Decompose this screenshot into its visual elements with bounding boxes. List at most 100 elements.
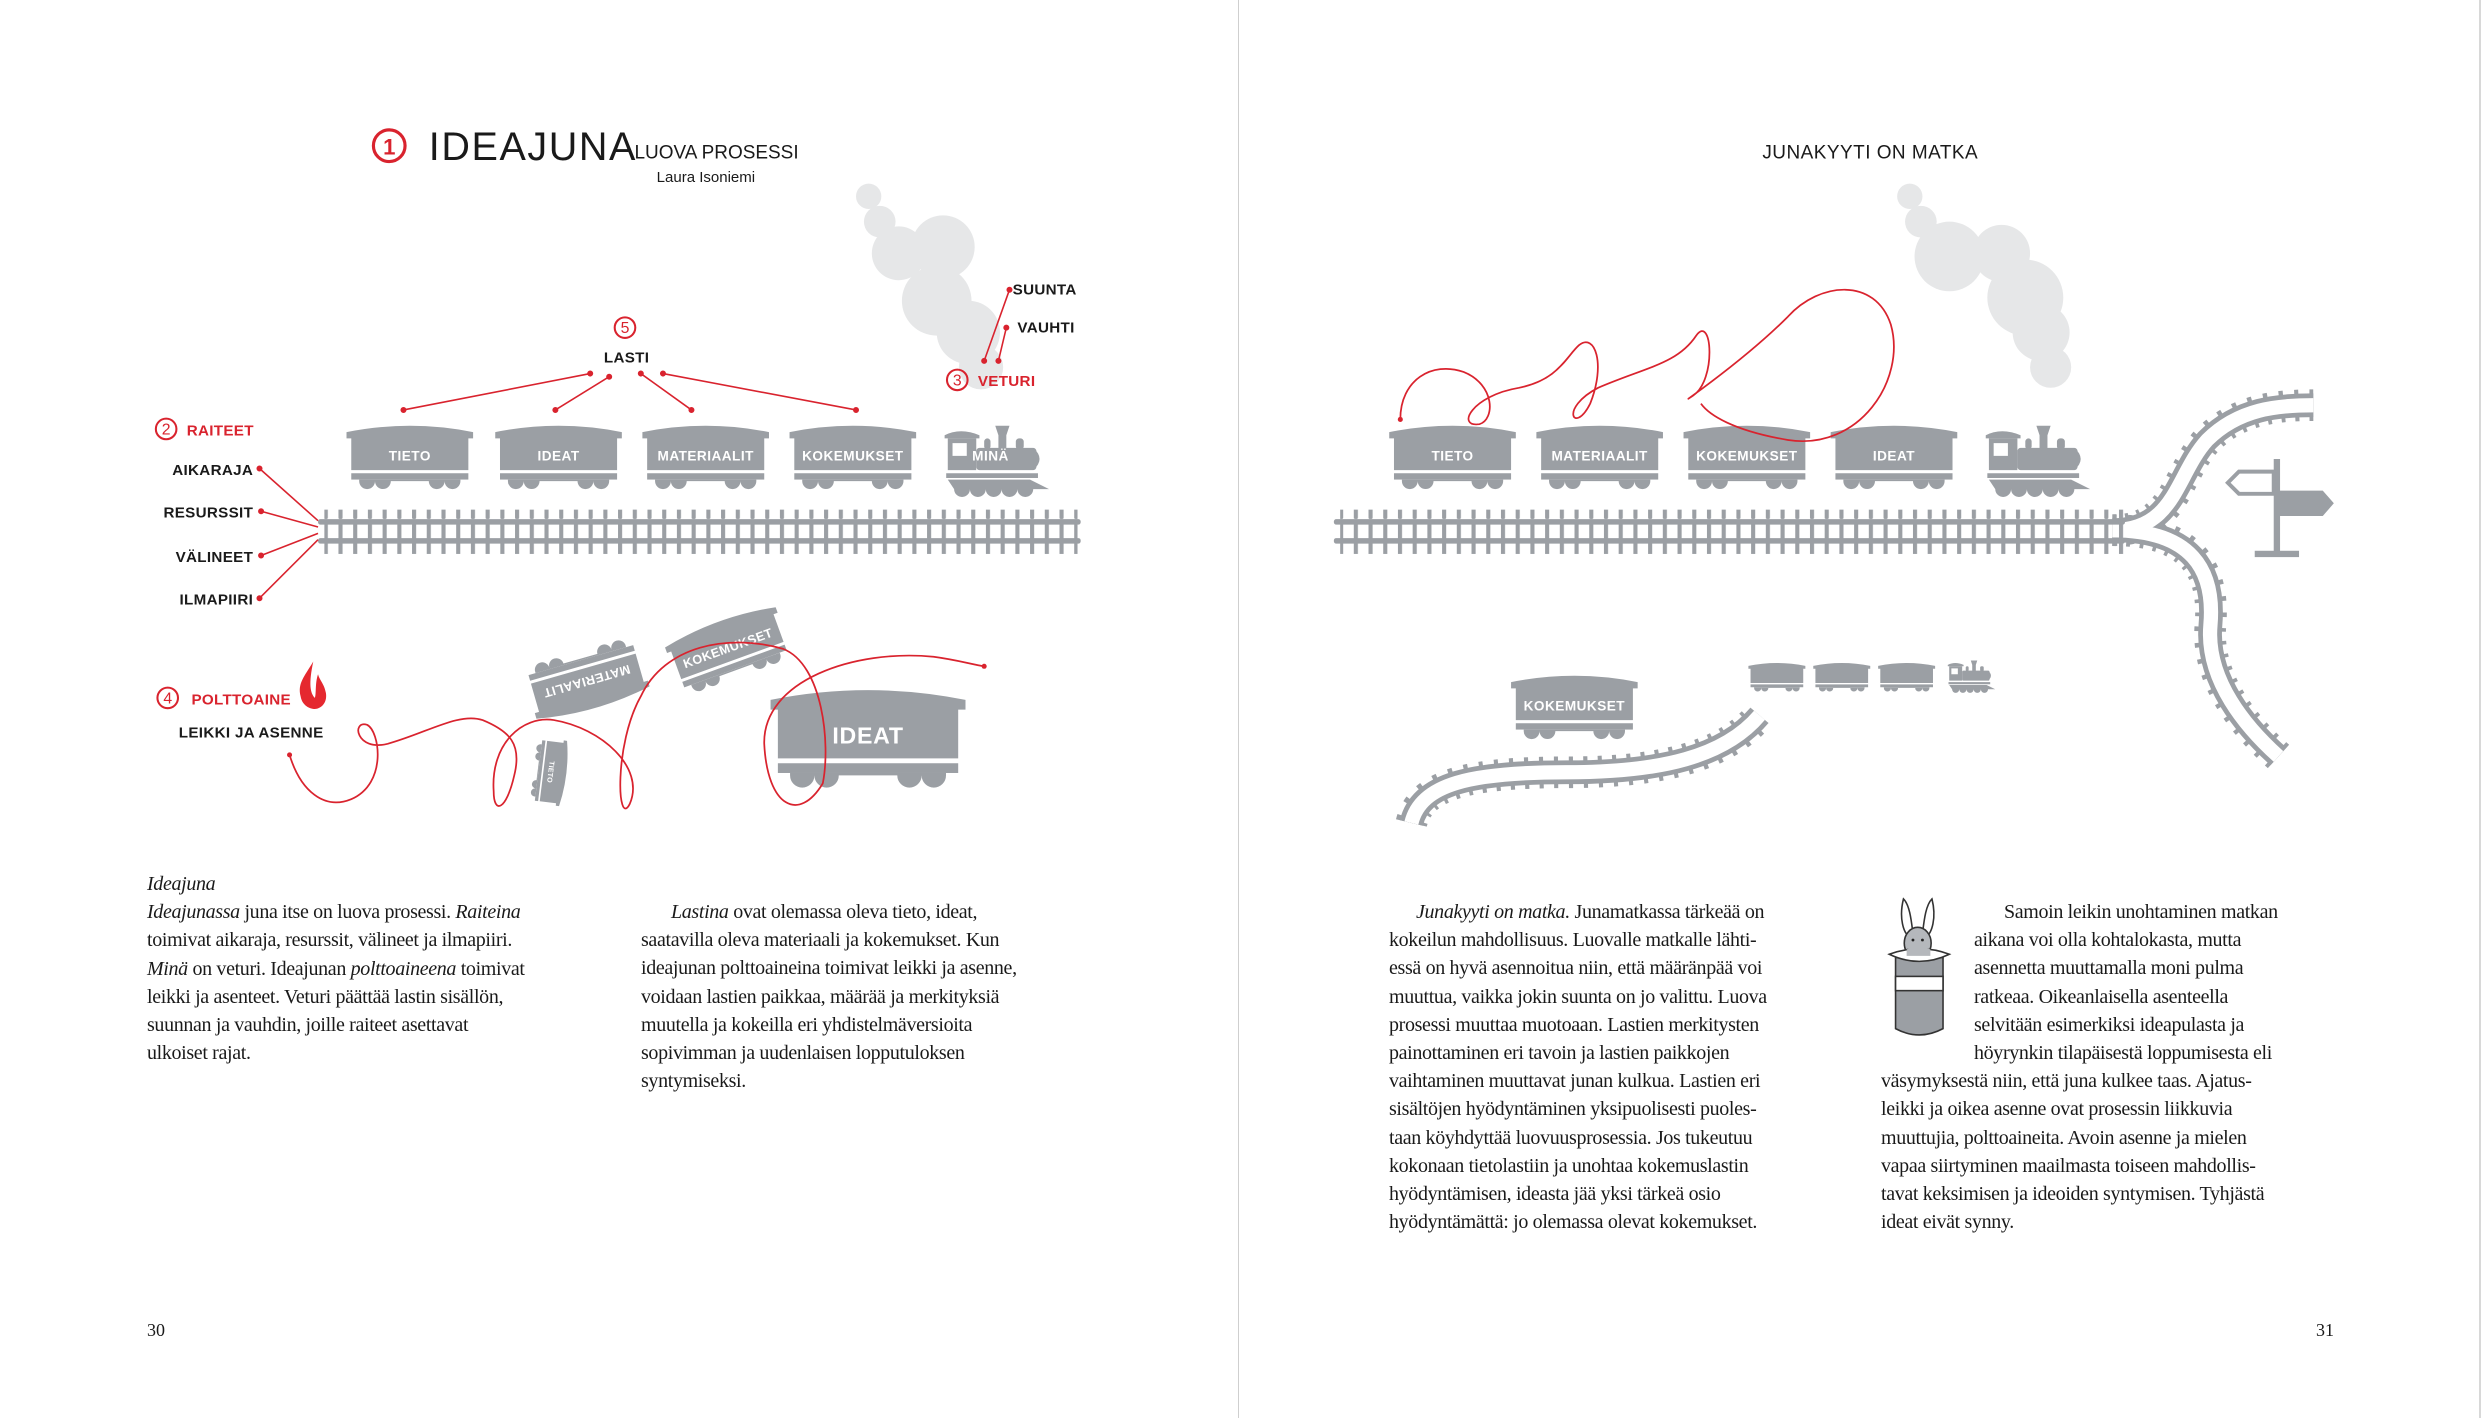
text-line: ideat eivät synny. <box>1881 1208 2278 1236</box>
text-line: muuttujia, polttoaineita. Avoin asenne j… <box>1881 1124 2278 1152</box>
italic-term: Ideajunassa <box>147 901 240 924</box>
text-segment: vapaa siirtyminen maailmasta toiseen mah… <box>1881 1154 2256 1177</box>
text-line: saatavilla oleva materiaali ja kokemukse… <box>641 926 1017 954</box>
svg-text:TIETO: TIETO <box>545 761 555 784</box>
text-line: muutella ja kokeilla eri yhdistelmäversi… <box>641 1011 1017 1039</box>
label-polttoaine: POLTTOAINE <box>191 691 291 708</box>
distant-train <box>1748 660 1996 693</box>
text-segment: toimivat aikaraja, resurssit, välineet j… <box>147 929 513 952</box>
right-column-2: Samoin leikin unohtaminen matkan aikana v… <box>1881 898 2278 1236</box>
text-segment: suunnan ja vauhdin, joille raiteet asett… <box>147 1013 469 1036</box>
locomotive-mina: MINÄ <box>944 425 1050 497</box>
text-segment: sopivimman ja uudenlaisen lopputuloksen <box>641 1041 965 1064</box>
text-segment: on veturi. Ideajunan <box>187 957 351 980</box>
smoke-cloud-right <box>1897 183 2072 388</box>
text-segment: muuttujia, polttoaineita. Avoin asenne j… <box>1881 1126 2247 1149</box>
text-segment: taan köyhdyttää luovuusprosessia. Jos tu… <box>1389 1126 1753 1149</box>
text-line: höyrynkin tilapäisestä loppumisesta eli <box>1881 1039 2278 1067</box>
svg-text:TIETO: TIETO <box>1431 449 1473 464</box>
page-number-right: 31 <box>2316 1320 2334 1340</box>
author: Laura Isoniemi <box>657 169 756 186</box>
locomotive <box>1985 425 2091 497</box>
svg-text:KOKEMUKSET: KOKEMUKSET <box>1524 699 1626 714</box>
text-line: prosessi muuttaa muotoaan. Lastien merki… <box>1389 1011 1767 1039</box>
text-line: hyödyntämättä: jo olemassa olevat kokemu… <box>1389 1208 1767 1236</box>
text-segment: ratkeaa. Oikeanlaisella asenteella <box>1974 985 2229 1008</box>
smoke-cloud <box>856 183 1004 390</box>
text-line: sisältöjen hyödyntäminen yksipuolisesti … <box>1389 1095 1767 1123</box>
text-line: toimivat aikaraja, resurssit, välineet j… <box>147 926 525 954</box>
text-segment: ideajunan polttoaineina toimivat leikki … <box>641 957 1017 980</box>
label-leikki-ja-asenne: LEIKKI JA ASENNE <box>179 724 324 741</box>
text-segment: kokonaan tietolastiin ja unohtaa kokemus… <box>1389 1154 1749 1177</box>
text-segment: leikki ja asenteet. Veturi päättää lasti… <box>147 985 504 1008</box>
text-segment: hyödyntämisen, ideasta jää yksi tärkeä o… <box>1389 1182 1721 1205</box>
italic-term: Minä <box>147 957 188 980</box>
signpost-icon <box>2225 459 2334 558</box>
text-segment: sisältöjen hyödyntäminen yksipuolisesti … <box>1389 1098 1757 1121</box>
text-line: Ideajunassa juna itse on luova prosessi.… <box>147 898 525 926</box>
subtitle: LUOVA PROSESSI <box>634 142 798 163</box>
lasti-number: 5 <box>621 320 630 337</box>
fuel-path-line <box>288 641 985 810</box>
text-segment: muuttua, vaikka jokin suunta on jo valit… <box>1389 985 1767 1008</box>
italic-term: Junakyyti on matka. <box>1416 901 1570 923</box>
text-segment: syntymiseksi. <box>641 1070 746 1093</box>
text-segment: väsymyksestä niin, että juna kulkee taas… <box>1881 1070 2252 1093</box>
text-segment: toimivat <box>456 957 525 980</box>
text-line: sopivimman ja uudenlaisen lopputuloksen <box>641 1039 1017 1067</box>
text-segment: ulkoiset rajat. <box>147 1042 251 1065</box>
text-segment: ovat olemassa oleva tieto, ideat, <box>728 901 978 923</box>
wagon-tieto: TIETO <box>346 425 474 490</box>
label-suunta: SUUNTA <box>1013 281 1077 298</box>
text-line: väsymyksestä niin, että juna kulkee taas… <box>1881 1067 2278 1095</box>
right-page-header: JUNAKYYTI ON MATKA <box>1762 142 1978 163</box>
text-segment: leikki ja oikea asenne ovat prosessin li… <box>1881 1098 2233 1121</box>
text-line: hyödyntämisen, ideasta jää yksi tärkeä o… <box>1389 1180 1767 1208</box>
text-line: vapaa siirtyminen maailmasta toiseen mah… <box>1881 1152 2278 1180</box>
text-segment: vaihtaminen muuttavat junan kulkua. Last… <box>1389 1070 1761 1093</box>
page-title: IDEAJUNA <box>429 125 637 169</box>
title-block: 1 IDEAJUNA LUOVA PROSESSI Laura Isoniemi <box>371 125 799 186</box>
text-segment: tavat keksimisen ja ideoiden syntymisen.… <box>1881 1182 2265 1205</box>
text-segment: prosessi muuttaa muotoaan. Lastien merki… <box>1389 1013 1759 1036</box>
text-line: Samoin leikin unohtaminen matkan <box>1881 898 2278 926</box>
wagon-ideat: IDEAT <box>495 425 622 490</box>
label-raiteet: RAITEET <box>187 422 255 439</box>
title-number: 1 <box>383 134 395 159</box>
text-line: leikki ja oikea asenne ovat prosessin li… <box>1881 1095 2278 1123</box>
diagram-labels: 2 RAITEET AIKARAJA RESURSSIT VÄLINEET IL… <box>154 281 1077 741</box>
wagon-kokemukset: KOKEMUKSET <box>1683 425 1811 490</box>
svg-text:MATERIAALIT: MATERIAALIT <box>1552 449 1649 464</box>
text-line: kokonaan tietolastiin ja unohtaa kokemus… <box>1389 1152 1767 1180</box>
text-segment: selvitään esimerkiksi ideapulasta ja <box>1974 1013 2245 1036</box>
svg-text:MATERIAALIT: MATERIAALIT <box>658 449 755 464</box>
text-line: ideajunan polttoaineina toimivat leikki … <box>641 954 1017 982</box>
svg-text:KOKEMUKSET: KOKEMUKSET <box>802 449 904 464</box>
label-valineet: VÄLINEET <box>176 549 254 566</box>
page-gutter <box>1238 0 1239 1418</box>
raiteet-number: 2 <box>162 421 171 438</box>
text-line: kokeilun mahdollisuus. Luovalle matkalle… <box>1389 926 1767 954</box>
svg-text:IDEAT: IDEAT <box>832 723 903 749</box>
italic-term: Raiteina <box>455 901 521 924</box>
text-segment: ideat eivät synny. <box>1881 1211 2014 1234</box>
text-line: taan köyhdyttää luovuusprosessia. Jos tu… <box>1389 1124 1767 1152</box>
text-line: muuttua, vaikka jokin suunta on jo valit… <box>1389 983 1767 1011</box>
label-lasti: LASTI <box>604 349 649 366</box>
scattered-wagons: MATERIAALIT KOKEMUKSET TIETO IDEAT <box>521 601 966 807</box>
text-segment: aikana voi olla kohtalokasta, mutta <box>1974 929 2242 952</box>
text-segment: Junamatkassa tärkeää on <box>1569 901 1765 923</box>
text-line: tavat keksimisen ja ideoiden syntymisen.… <box>1881 1180 2278 1208</box>
text-line: leikki ja asenteet. Veturi päättää lasti… <box>147 983 525 1011</box>
text-segment: kokeilun mahdollisuus. Luovalle matkalle… <box>1389 929 1757 952</box>
text-line: essä on hyvä asennoitua niin, että määrä… <box>1389 954 1767 982</box>
text-line: Junakyyti on matka. Junamatkassa tärkeää… <box>1389 898 1767 926</box>
label-ilmapiiri: ILMAPIIRI <box>180 592 254 609</box>
text-line: painottaminen eri tavoin ja lastien paik… <box>1389 1039 1767 1067</box>
text-segment: hyödyntämättä: jo olemassa olevat kokemu… <box>1389 1211 1758 1234</box>
polttoaine-number: 4 <box>163 690 172 707</box>
text-segment: voidaan lastien paikkaa, määrää ja merki… <box>641 985 1000 1008</box>
railway-track-right <box>1333 509 2132 554</box>
